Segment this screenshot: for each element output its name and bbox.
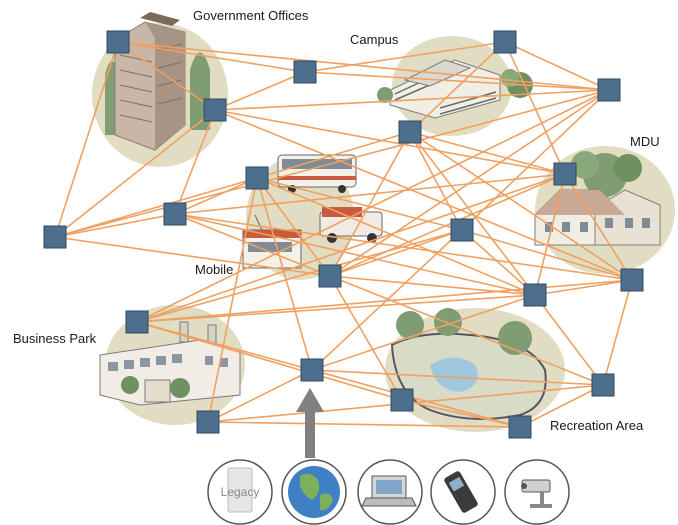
end-user-devices: Legacy bbox=[207, 459, 570, 525]
mesh-node-n11 bbox=[318, 264, 342, 288]
mesh-link bbox=[174, 177, 258, 215]
mesh-node-n16 bbox=[300, 358, 324, 382]
mesh-node-n8 bbox=[245, 166, 269, 190]
legacy-terminal-icon: Legacy bbox=[207, 459, 273, 525]
mesh-link bbox=[256, 177, 536, 296]
mesh-link bbox=[311, 369, 521, 428]
mesh-link bbox=[214, 71, 306, 111]
mesh-link bbox=[329, 173, 566, 277]
mesh-link bbox=[117, 41, 610, 91]
mesh-link bbox=[311, 369, 604, 386]
mesh-link bbox=[256, 177, 313, 371]
mesh-node-n14 bbox=[523, 283, 547, 307]
mesh-link bbox=[136, 294, 536, 323]
mobile-phone-icon bbox=[430, 459, 496, 525]
mesh-node-n10 bbox=[553, 162, 577, 186]
mesh-link bbox=[602, 279, 633, 386]
mesh-link bbox=[54, 89, 610, 238]
mesh-node-n2 bbox=[293, 60, 317, 84]
mesh-node-n5 bbox=[597, 78, 621, 102]
mesh-link bbox=[207, 177, 258, 423]
mesh-link bbox=[329, 275, 536, 296]
mesh-node-n18 bbox=[390, 388, 414, 412]
mesh-node-n15 bbox=[125, 310, 149, 334]
mesh-link bbox=[329, 131, 411, 277]
mesh-node-n7 bbox=[163, 202, 187, 226]
mesh-link bbox=[534, 173, 566, 296]
mesh-link bbox=[54, 213, 176, 238]
mesh-link bbox=[461, 229, 633, 281]
mesh-node-n13 bbox=[620, 268, 644, 292]
mesh-link bbox=[174, 213, 536, 296]
label-mdu: MDU bbox=[630, 134, 660, 149]
mesh-node-n6 bbox=[43, 225, 67, 249]
mesh-link bbox=[311, 294, 536, 371]
mesh-link bbox=[534, 279, 633, 296]
mesh-link bbox=[54, 109, 216, 238]
mesh-link bbox=[136, 89, 610, 323]
mesh-link bbox=[174, 173, 566, 215]
label-recreation-area: Recreation Area bbox=[550, 418, 644, 433]
mesh-link bbox=[461, 229, 536, 296]
mesh-link bbox=[207, 369, 313, 423]
mesh-link bbox=[461, 89, 610, 231]
mesh-link bbox=[409, 131, 566, 175]
mesh-link bbox=[329, 229, 463, 277]
mesh-link bbox=[519, 384, 604, 428]
mesh-node-n9 bbox=[398, 120, 422, 144]
mesh-node-n4 bbox=[493, 30, 517, 54]
network-links bbox=[54, 41, 633, 428]
mesh-node-n1 bbox=[106, 30, 130, 54]
mesh-link bbox=[54, 41, 119, 238]
laptop-icon bbox=[357, 459, 423, 525]
mesh-link bbox=[304, 41, 506, 73]
mesh-link bbox=[174, 109, 216, 215]
mesh-link bbox=[329, 275, 403, 401]
mesh-link bbox=[409, 131, 463, 231]
mesh-link bbox=[409, 41, 506, 133]
mesh-link bbox=[207, 421, 521, 428]
mesh-link bbox=[136, 229, 463, 323]
business-park-illustration bbox=[99, 321, 241, 406]
mobile-vehicles-illustration bbox=[242, 154, 383, 269]
mesh-link bbox=[214, 109, 633, 281]
mesh-link bbox=[174, 213, 331, 277]
mesh-node-n17 bbox=[196, 410, 220, 434]
mesh-link bbox=[54, 177, 258, 238]
mesh-link bbox=[54, 236, 331, 277]
mesh-link bbox=[409, 131, 633, 281]
mesh-link bbox=[117, 41, 216, 111]
mesh-node-n20 bbox=[508, 415, 532, 439]
mesh-node-n12 bbox=[450, 218, 474, 242]
label-business-park: Business Park bbox=[13, 331, 97, 346]
mesh-link bbox=[136, 279, 633, 323]
security-camera-icon bbox=[504, 459, 570, 525]
label-campus: Campus bbox=[350, 32, 399, 47]
mesh-link bbox=[304, 71, 610, 91]
mesh-link bbox=[504, 41, 566, 175]
network-nodes bbox=[43, 30, 644, 439]
mesh-node-n3 bbox=[203, 98, 227, 122]
mesh-link bbox=[214, 109, 566, 175]
mesh-link bbox=[136, 173, 566, 323]
mesh-link bbox=[504, 41, 610, 91]
mesh-link bbox=[136, 321, 403, 401]
mesh-node-n19 bbox=[591, 373, 615, 397]
mesh-link bbox=[214, 89, 610, 111]
mesh-link bbox=[117, 41, 306, 73]
label-mobile: Mobile bbox=[195, 262, 234, 277]
government-building-illustration bbox=[105, 12, 210, 151]
legacy-caption: Legacy bbox=[221, 485, 260, 499]
mesh-link bbox=[256, 131, 411, 179]
globe-internet-icon bbox=[281, 459, 347, 525]
mesh-link bbox=[534, 294, 604, 386]
mesh-link bbox=[401, 399, 521, 428]
mesh-link bbox=[329, 275, 604, 386]
label-government-offices: Government Offices bbox=[193, 8, 309, 23]
mesh-link bbox=[564, 173, 633, 281]
access-arrow bbox=[296, 388, 324, 458]
